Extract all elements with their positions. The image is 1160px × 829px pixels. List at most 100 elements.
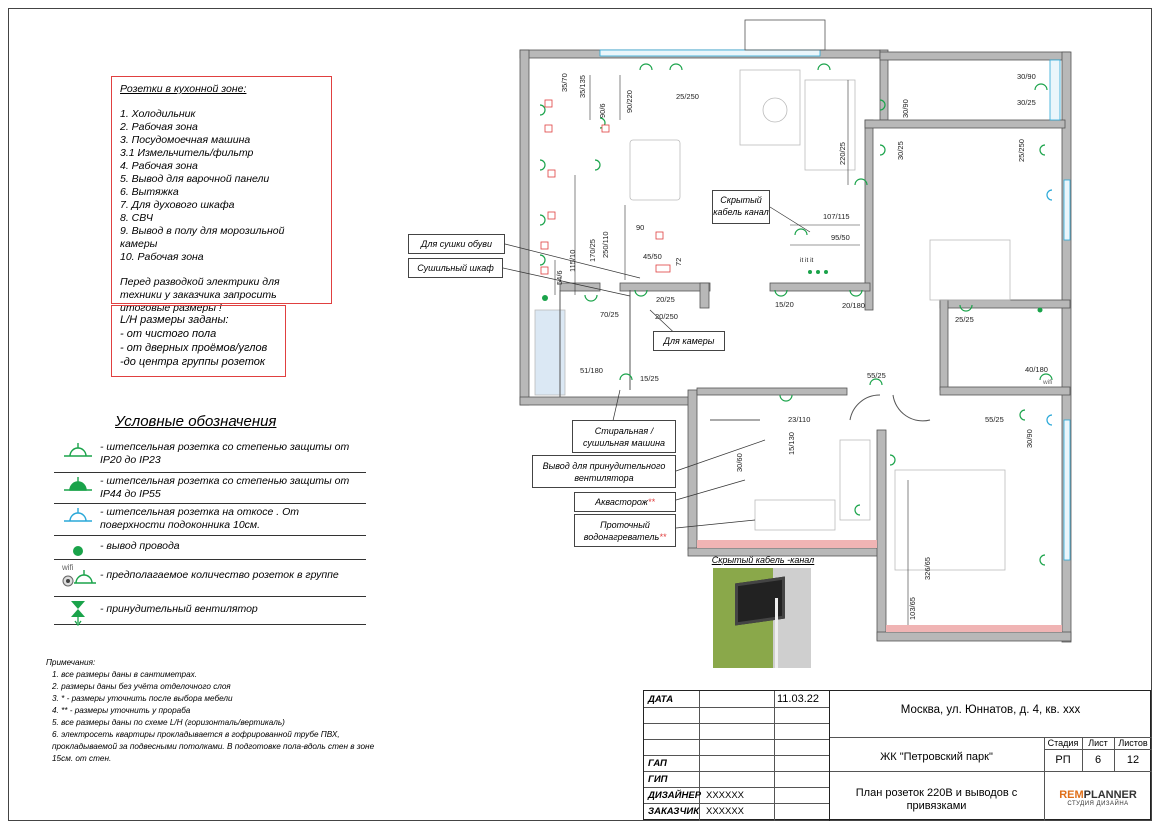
kitchen-note-heading: Розетки в кухонной зоне:: [120, 83, 247, 95]
callout-hidden-channel: Скрытый кабель канал: [712, 190, 770, 224]
kitchen-sockets-note: Розетки в кухонной зоне: 1. Холодильник …: [111, 76, 332, 314]
sheets-value: 12: [1126, 754, 1140, 766]
kitchen-item: 3. Посудомоечная машина: [120, 134, 251, 146]
dim-label: 55/25: [985, 415, 1004, 424]
dim-label: 170/25: [588, 239, 597, 262]
note-line: 5. все размеры даны по схеме L/H (горизо…: [52, 718, 285, 727]
kitchen-item: 10. Рабочая зона: [120, 251, 204, 263]
note-line: 3. * - размеры уточнить после выбора меб…: [52, 694, 233, 703]
legend-row: - штепсельная розетка со степенью защиты…: [54, 472, 366, 504]
dim-label: 30/25: [1017, 98, 1036, 107]
brand-subtitle: СТУДИЯ ДИЗАЙНА: [1067, 801, 1129, 807]
dim-label: 23/110: [788, 415, 810, 424]
lh-line: - от чистого пола: [120, 328, 217, 340]
brand-planner: PLANNER: [1083, 789, 1137, 801]
legend-row: - штепсельная розетка со степенью защиты…: [54, 438, 366, 473]
legend-text: - принудительный вентилятор: [100, 603, 258, 615]
dim-label: 40/180: [1025, 365, 1048, 374]
socket-ip20-icon: [64, 443, 92, 457]
legend-title: Условные обозначения: [115, 413, 277, 430]
dim-label: 95/50: [831, 233, 850, 242]
wire-output-icon: [73, 546, 83, 556]
dim-label: 30/60: [735, 453, 744, 472]
sheet-label: Лист: [1088, 738, 1108, 748]
callout-vent: Вывод для принудительного вентилятора: [532, 455, 676, 488]
lh-line: -до центра группы розеток: [120, 356, 266, 368]
notes-title: Примечания:: [46, 658, 96, 667]
lh-line: - от дверных проёмов/углов: [120, 342, 268, 354]
socket-slope-icon: [64, 508, 92, 522]
lh-line: L/H размеры заданы:: [120, 314, 229, 326]
kitchen-item: 4. Рабочая зона: [120, 160, 198, 172]
callout-camera: Для камеры: [653, 331, 725, 351]
dim-label: 326/65: [923, 557, 932, 580]
callout-heater: Проточный водонагреватель**: [574, 514, 676, 547]
legend-text: - предполагаемое количество розеток в гр…: [100, 569, 339, 581]
dim-label: 20/250: [655, 312, 678, 321]
socket-count-label: it it it: [800, 257, 814, 264]
note-line: 4. ** - размеры уточнить у прораба: [52, 706, 191, 715]
dim-label: 25/250: [676, 92, 699, 101]
walls: [519, 49, 1072, 643]
dimension-lines: [554, 75, 909, 625]
note-line: 1. все размеры даны в сантиметрах.: [52, 670, 198, 679]
dim-label: 45/50: [643, 252, 662, 261]
designer-value: XXXXXX: [706, 790, 745, 801]
stage-label: Стадия: [1047, 738, 1079, 748]
dim-label: 15/130: [787, 432, 796, 455]
exhaust-fan-icon: [71, 601, 85, 626]
legend-row: - вывод провода: [54, 535, 366, 560]
dim-label: 30/90: [901, 99, 910, 118]
kitchen-item: 1. Холодильник: [120, 108, 196, 120]
partitions: [559, 290, 931, 422]
dim-label: 90: [636, 223, 644, 232]
dim-label: 25/25: [955, 315, 974, 324]
dim-label: 70/25: [600, 310, 619, 319]
dim-label: 51/180: [580, 366, 603, 375]
designer-label: ДИЗАЙНЕР: [648, 790, 702, 801]
legend-text: - штепсельная розетка со степенью защиты…: [100, 475, 350, 500]
dim-label: 20/25: [656, 295, 675, 304]
sheets-label: Листов: [1118, 738, 1148, 748]
legend-text: - вывод провода: [100, 540, 180, 552]
kitchen-item: 6. Вытяжка: [120, 186, 179, 198]
dim-label: 103/65: [908, 597, 917, 620]
legend-row: wifi - предполагаемое количество розеток…: [54, 559, 366, 597]
sheet-value: 6: [1094, 754, 1102, 766]
plan-title: План розеток 220В и выводов с привязками: [855, 787, 1018, 812]
dim-label: 30/25: [896, 141, 905, 160]
dim-label: 115/10: [568, 250, 577, 272]
dim-label: 107/115: [823, 212, 850, 221]
legend-row: - принудительный вентилятор: [54, 596, 366, 626]
callout-drying-cabinet: Сушильный шкаф: [408, 258, 503, 278]
wire-outputs: [542, 270, 1043, 313]
kitchen-item: 9. Вывод в полу для морозильной камеры: [120, 225, 285, 250]
dim-label: 30/90: [1017, 72, 1036, 81]
cable-channel-photo: [713, 568, 811, 668]
legend-row: - штепсельная розетка на откосе . От пов…: [54, 503, 366, 536]
dim-label: 15/20: [775, 300, 794, 309]
kitchen-item: 3.1 Измельчитель/фильтр: [120, 147, 254, 159]
customer-label: ЗАКАЗЧИК: [648, 806, 700, 817]
callout-washer: Стиральная / сушильная машина: [572, 420, 676, 453]
callout-aquastop-text: Аквасторож: [595, 497, 648, 507]
brand-rem: REM: [1059, 789, 1084, 801]
slope-sockets: [1046, 189, 1053, 426]
callout-stars: **: [647, 497, 655, 507]
dim-label: 55/25: [867, 371, 886, 380]
brand-logo: REMPLANNER СТУДИЯ ДИЗАЙНА: [1044, 789, 1152, 807]
date-label: ДАТА: [648, 694, 674, 705]
photo-channel: [775, 598, 778, 668]
heated-zone-bath: [697, 540, 877, 548]
kitchen-item: 5. Вывод для варочной панели: [120, 173, 270, 185]
photo-caption: Скрытый кабель -канал: [711, 555, 815, 565]
dim-label: 90/220: [625, 90, 634, 113]
dim-label: 20/180: [842, 301, 865, 310]
note-line: 6. электросеть квартиры прокладывается в…: [52, 730, 375, 763]
socket-group-icon: [62, 570, 96, 587]
general-notes: Примечания: 1. все размеры даны в сантим…: [46, 657, 396, 765]
callout-leaders: [502, 206, 811, 529]
lh-dimensions-note: L/H размеры заданы: - от чистого пола - …: [111, 305, 286, 377]
stage-value: РП: [1055, 754, 1071, 766]
socket-ip44-icon: [64, 477, 92, 491]
